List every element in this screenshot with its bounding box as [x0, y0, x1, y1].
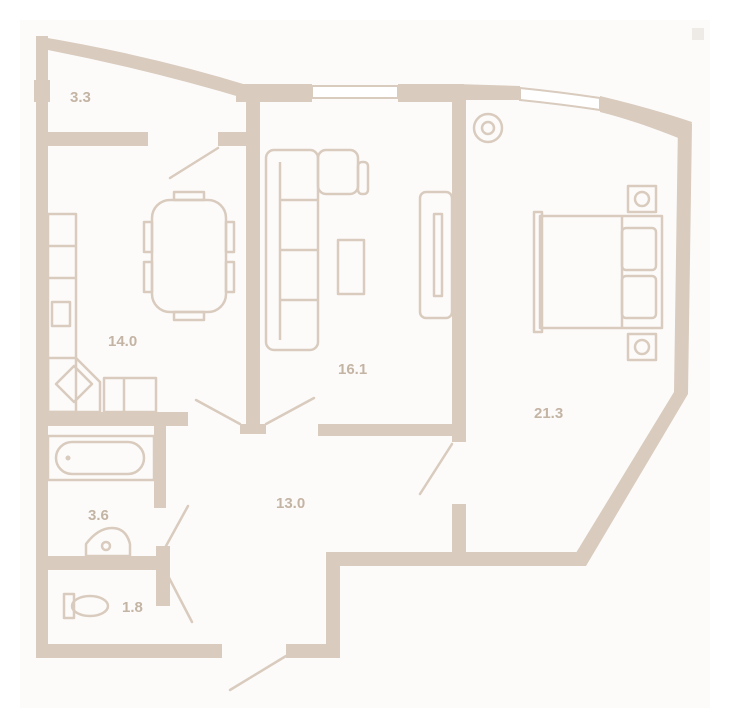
area-labels: 3.3 14.0 16.1 21.3 13.0 3.6 1.8 — [70, 89, 563, 616]
bed-headboard — [532, 210, 544, 334]
chair-top — [172, 190, 206, 202]
lamp-icon — [633, 190, 651, 208]
toilet-area-label: 1.8 — [122, 599, 143, 616]
bathroom-sink — [84, 526, 132, 558]
bottom-wall-right — [286, 644, 338, 658]
kitchen-top-wall — [36, 132, 148, 146]
kitchen-area-label: 14.0 — [108, 333, 137, 350]
bed — [538, 214, 664, 330]
bottom-wall-left — [36, 644, 222, 658]
tv-unit — [418, 190, 454, 320]
lamp-icon — [633, 338, 651, 356]
bathroom-right-wall — [154, 426, 166, 508]
bath-toilet-wall — [36, 556, 170, 570]
living-top-wall-right — [398, 84, 464, 102]
balcony-area-label: 3.3 — [70, 89, 91, 106]
coffee-table — [336, 238, 366, 296]
doors — [164, 146, 454, 692]
fridge — [102, 376, 158, 414]
kitchen-sink — [50, 300, 72, 328]
chair-right-2 — [224, 260, 236, 294]
tv-icon — [432, 212, 444, 298]
toilet-right-wall — [156, 546, 170, 606]
kitchen-living-wall — [246, 96, 260, 430]
kitchen-top-wall-right — [218, 132, 246, 146]
chair-bottom — [172, 310, 206, 322]
bedroom-window — [519, 86, 601, 112]
bathtub — [46, 434, 156, 482]
plant-icon — [472, 112, 504, 144]
bedroom-top-wall-right — [600, 96, 692, 142]
furniture — [46, 112, 664, 620]
walls — [34, 36, 692, 658]
balcony-outer-wall — [36, 36, 250, 100]
nightstand-top — [626, 184, 658, 214]
kitchen-bottom-wall — [36, 412, 188, 426]
chair-left-1 — [142, 220, 154, 254]
corner-cabinet — [46, 356, 102, 414]
chair-left-2 — [142, 260, 154, 294]
hall-column — [240, 424, 266, 434]
toilet-bowl — [70, 594, 110, 618]
toilet-door — [164, 570, 194, 624]
living-door — [264, 396, 316, 426]
bedroom-door — [418, 442, 454, 496]
corner-mark — [692, 28, 704, 40]
left-outer-wall — [36, 136, 48, 656]
bedroom-left-wall-lower — [452, 504, 466, 564]
living-bedroom-wall — [452, 96, 466, 442]
entrance-door — [228, 654, 288, 692]
living-window — [311, 85, 399, 99]
bathroom-area-label: 3.6 — [88, 507, 109, 524]
stove-icon — [54, 364, 94, 404]
living-bottom-wall — [318, 424, 460, 436]
hallway-area-label: 13.0 — [276, 495, 305, 512]
hall-right-wall — [326, 552, 340, 658]
balcony-door — [168, 146, 220, 180]
chair-right-1 — [224, 220, 236, 254]
living-room-area-label: 16.1 — [338, 361, 367, 378]
bedroom-area-label: 21.3 — [534, 405, 563, 422]
bedroom-bottom-wall — [326, 552, 586, 566]
nightstand-bottom — [626, 332, 658, 362]
bedroom-right-wall — [568, 122, 692, 566]
balcony-post — [34, 80, 50, 102]
bathroom-door — [164, 504, 190, 548]
bedroom-top-wall-left — [456, 84, 520, 100]
toilet-tank — [62, 592, 76, 620]
kitchen-door — [194, 398, 242, 426]
